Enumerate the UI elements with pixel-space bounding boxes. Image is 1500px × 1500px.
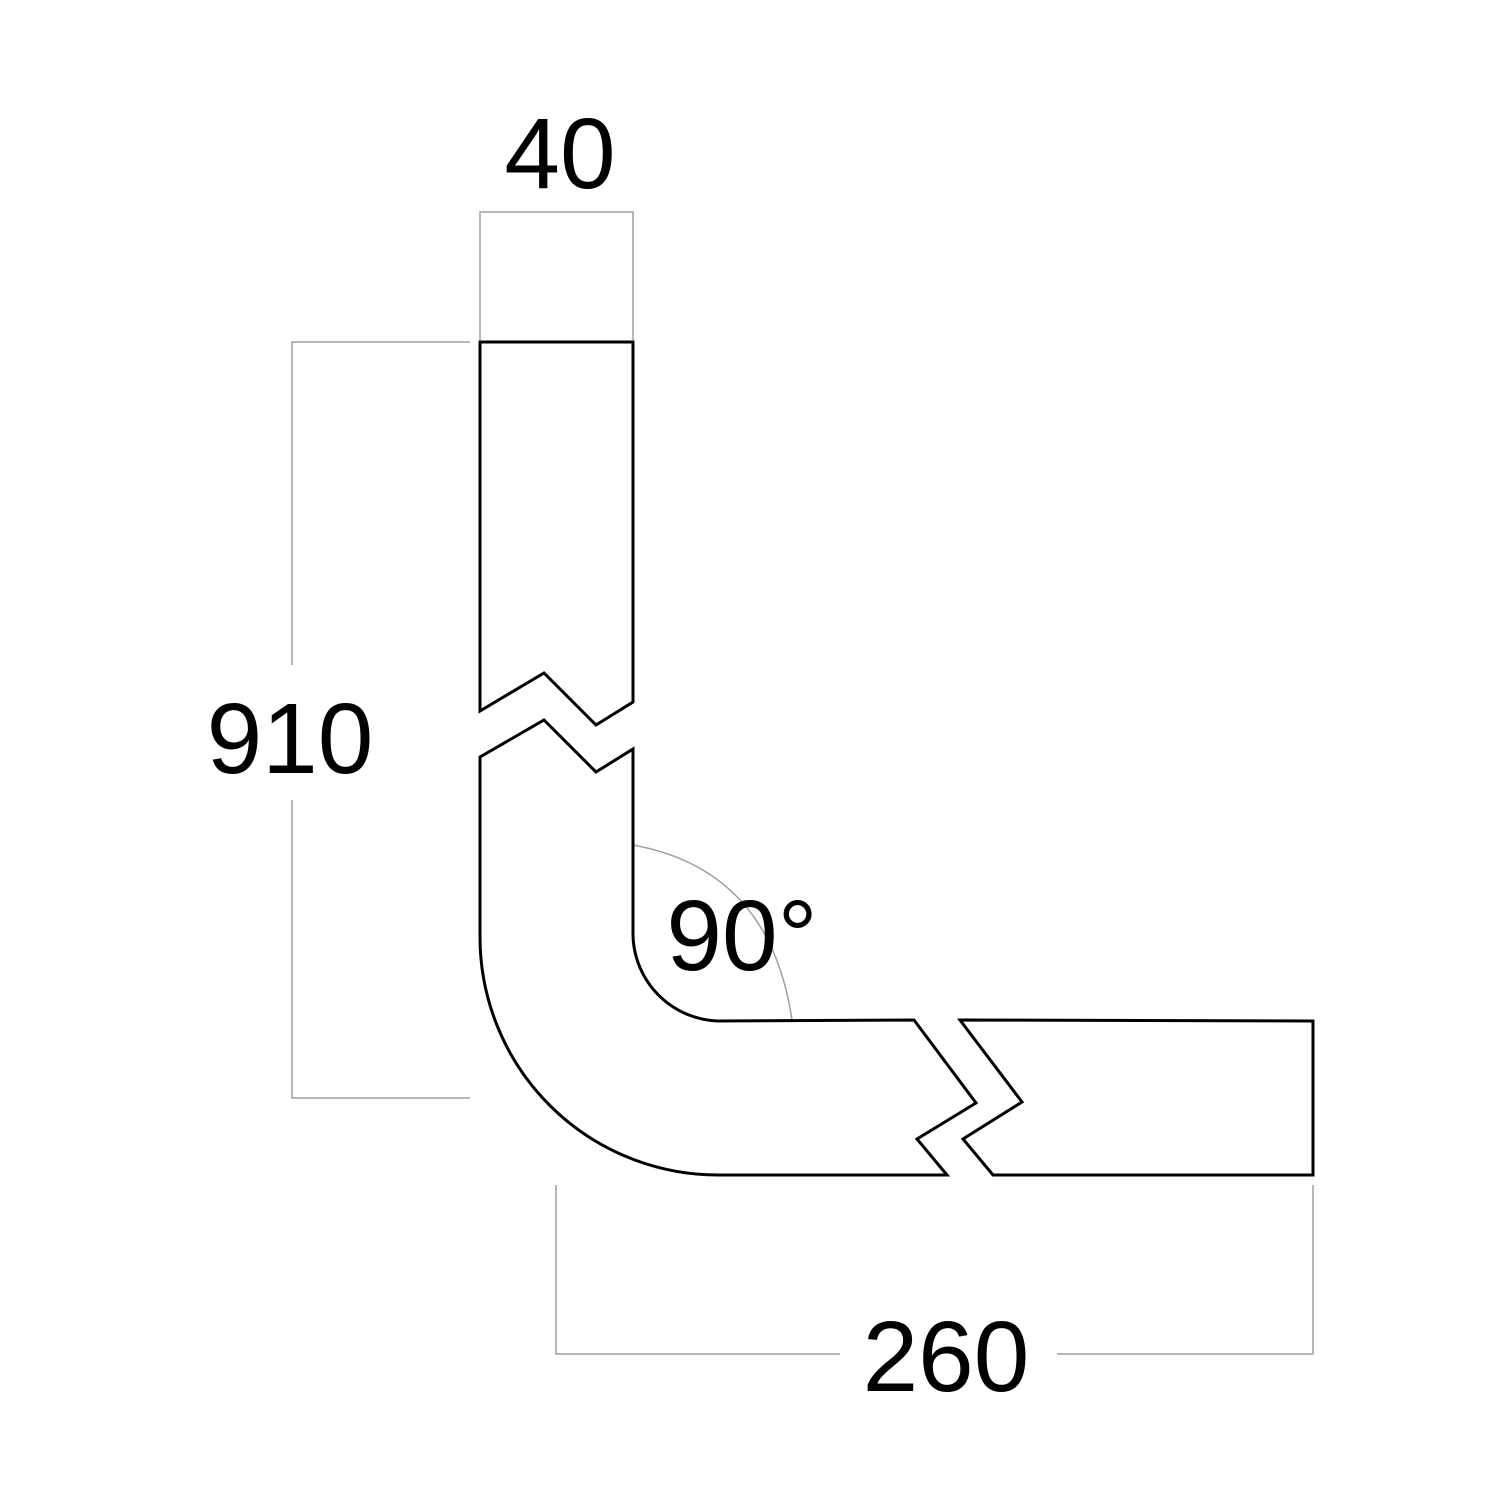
height-dimension-line xyxy=(291,341,470,1099)
width-label: 40 xyxy=(504,98,615,210)
angle-label: 90° xyxy=(666,880,817,992)
corner-segment xyxy=(478,718,979,1177)
length-label: 260 xyxy=(863,1301,1030,1413)
height-label: 910 xyxy=(207,683,374,795)
horizontal-segment-right xyxy=(956,1018,1315,1177)
length-dimension-line xyxy=(555,1185,1314,1355)
vertical-segment-top xyxy=(478,340,635,727)
dimension-lines xyxy=(291,211,1314,1355)
angle-arc xyxy=(632,844,793,1021)
width-dimension-line xyxy=(479,211,634,340)
